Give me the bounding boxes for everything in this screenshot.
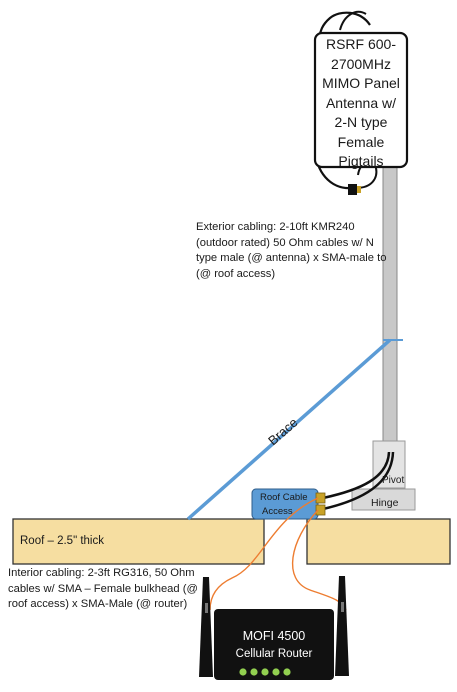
hinge-label: Hinge: [371, 497, 399, 509]
n-connector: [348, 184, 357, 195]
pivot-label: Pivot: [382, 475, 404, 486]
antenna-label: RSRF 600-2700MHz MIMO Panel Antenna w/ 2…: [322, 36, 400, 169]
exterior-cabling-note: Exterior cabling: 2-10ft KMR240 (outdoor…: [196, 221, 387, 280]
router-subtitle: Cellular Router: [236, 648, 313, 660]
roof-access-label: Access: [262, 506, 293, 517]
mast-pole: [382, 159, 398, 461]
router-led: [239, 668, 247, 676]
brace-label: Brace: [265, 415, 300, 449]
router-led: [250, 668, 258, 676]
exterior-cable: [322, 451, 395, 511]
router-antenna-right: [335, 576, 349, 676]
router-antenna-right-base: [341, 602, 344, 612]
roof-label: Roof – 2.5" thick: [20, 535, 104, 547]
router-antenna-left-base: [205, 603, 208, 613]
interior-cable: [209, 497, 319, 611]
router-name: MOFI 4500: [243, 629, 306, 643]
router-antenna-left: [199, 577, 213, 677]
brace: [186, 338, 392, 521]
router-leds: [239, 668, 291, 676]
router-led: [261, 668, 269, 676]
roof-slab-right: [306, 518, 451, 565]
router-body: [214, 609, 334, 680]
roof-access-label: Roof Cable: [260, 492, 308, 503]
exterior-cable: [322, 451, 391, 500]
pivot-bracket: [372, 440, 406, 489]
sma-bulkhead-connector: [315, 504, 326, 516]
router-led: [272, 668, 280, 676]
router-led: [283, 668, 291, 676]
roof-cable-access-box: [251, 488, 319, 520]
antenna-panel: [313, 31, 409, 169]
interior-cabling-note: Interior cabling: 2-3ft RG316, 50 Ohm ca…: [8, 567, 198, 611]
sma-bulkhead-connector: [315, 492, 326, 504]
n-connector-ring: [357, 186, 361, 193]
pigtail-cable: [339, 10, 367, 31]
roof-slab-left: [12, 518, 265, 565]
